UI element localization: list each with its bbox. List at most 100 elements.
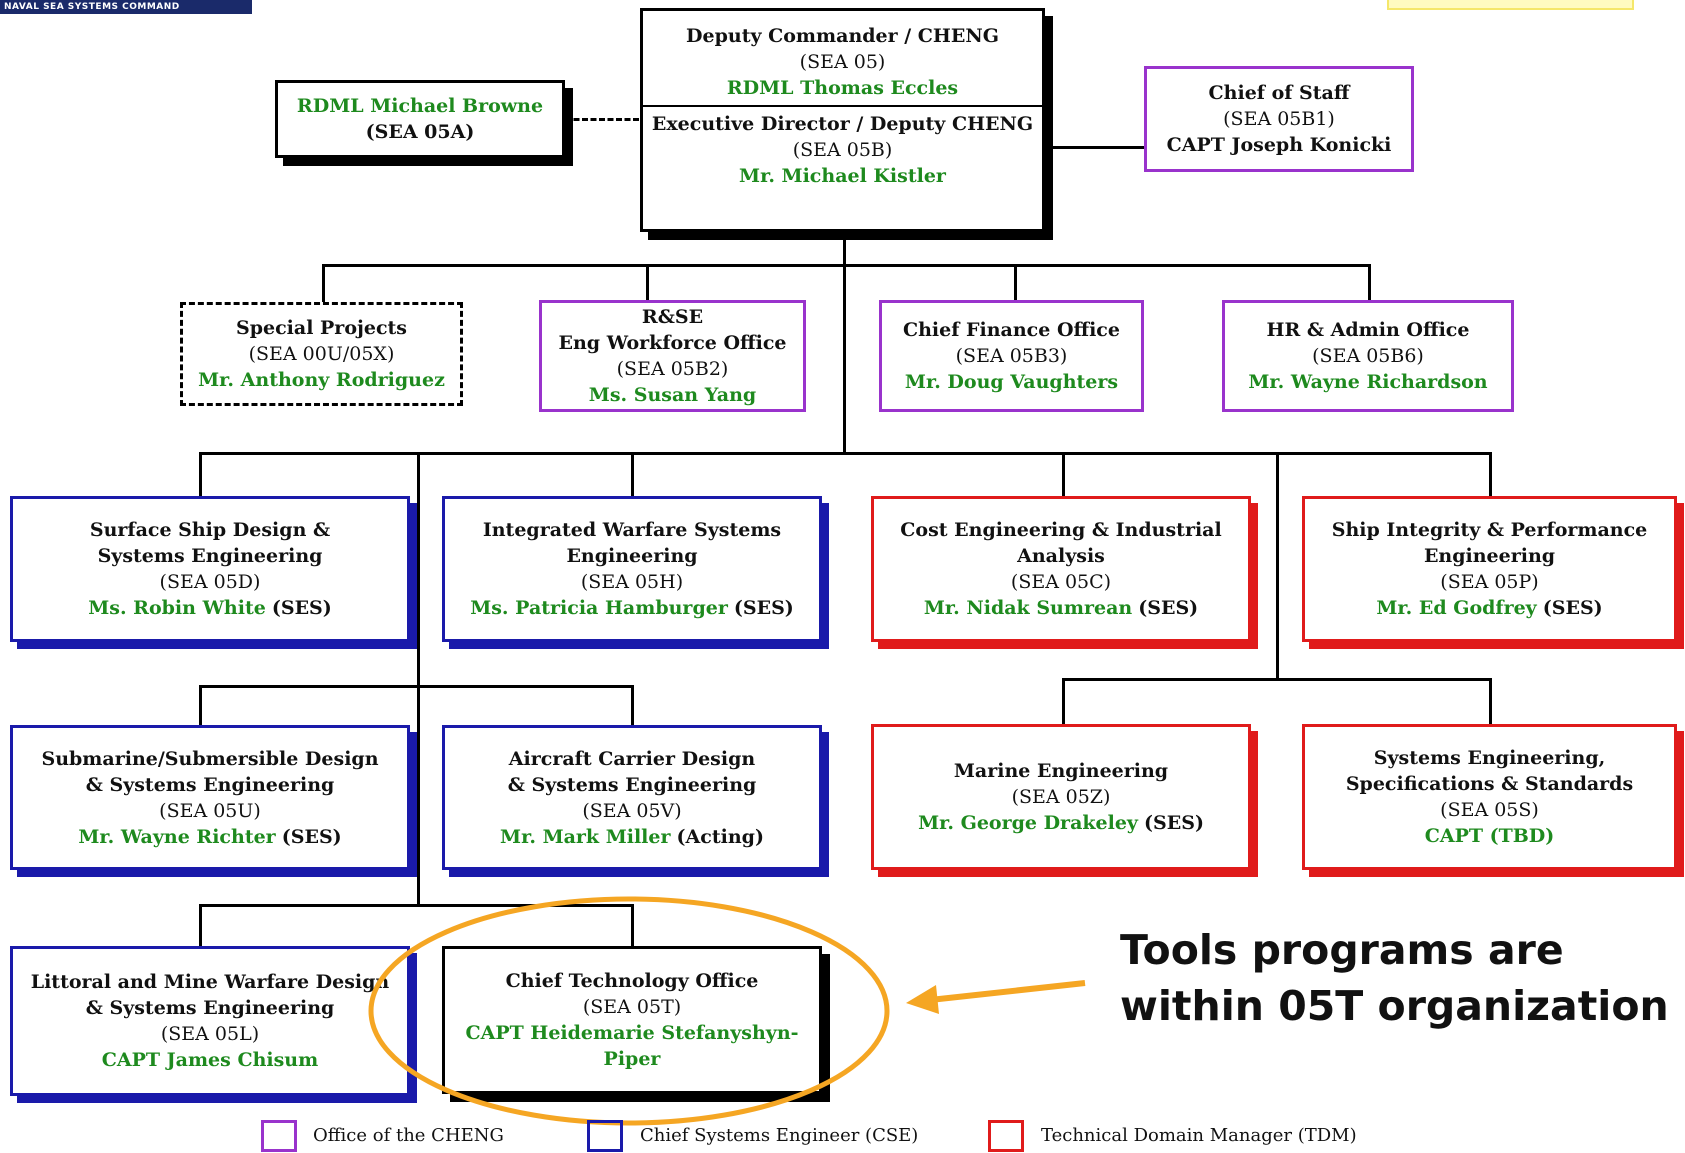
connector <box>322 264 1371 267</box>
littoral-mine-box: Littoral and Mine Warfare Design & Syste… <box>10 946 410 1096</box>
box-title: Submarine/Submersible Design <box>41 747 379 770</box>
chief-technology-office-box: Chief Technology Office (SEA 05T) CAPT H… <box>442 946 822 1094</box>
box-code: (SEA 05P) <box>1440 571 1539 593</box>
office-title: HR & Admin Office <box>1266 319 1470 341</box>
connector <box>199 685 202 725</box>
box-name: Mr. Nidak Sumrean <box>923 597 1133 619</box>
cto-name: CAPT Heidemarie Stefanyshyn-Piper <box>465 1022 799 1070</box>
office-title: Special Projects <box>236 317 407 339</box>
box-name: Mr. Wayne Richter <box>78 825 276 848</box>
box-suffix: (SES) <box>1542 597 1603 619</box>
aircraft-carrier-box: Aircraft Carrier Design & Systems Engine… <box>442 725 822 870</box>
office-code: (SEA 05B2) <box>616 358 729 380</box>
cos-name: CAPT Joseph Konicki <box>1166 134 1392 156</box>
navsea-logo: NAVAL SEA SYSTEMS COMMAND <box>0 0 252 14</box>
box-title: Cost Engineering & Industrial <box>900 519 1222 541</box>
deputy-code: (SEA 05) <box>799 51 886 73</box>
connector <box>199 452 1492 455</box>
ship-integrity-box: Ship Integrity & Performance Engineering… <box>1302 496 1677 642</box>
special-projects-box: Special Projects (SEA 00U/05X) Mr. Antho… <box>180 302 463 406</box>
connector <box>199 904 202 946</box>
box-title: Aircraft Carrier Design <box>508 747 756 770</box>
connector <box>1489 678 1492 724</box>
connector <box>1368 264 1371 302</box>
connector <box>1014 264 1017 302</box>
legend-cse-label: Chief Systems Engineer (CSE) <box>640 1125 919 1146</box>
box-name: Mr. George Drakeley <box>918 812 1138 834</box>
box-suffix: (SES) <box>281 825 342 848</box>
box-title: Surface Ship Design & <box>89 519 331 541</box>
rdml-browne-box: RDML Michael Browne (SEA 05A) <box>275 80 565 158</box>
cto-title: Chief Technology Office <box>505 970 759 992</box>
box-code: (SEA 05S) <box>1440 799 1539 821</box>
office-title: Chief Finance Office <box>903 319 1120 341</box>
submarine-box: Submarine/Submersible Design & Systems E… <box>10 725 410 870</box>
office-code: (SEA 00U/05X) <box>248 343 395 365</box>
connector <box>1045 146 1144 149</box>
box-code: (SEA 05C) <box>1010 571 1112 593</box>
deputy-title: Deputy Commander / CHENG <box>686 25 999 47</box>
executive-name: Mr. Michael Kistler <box>739 165 946 187</box>
box-name: Ms. Robin White <box>88 597 266 619</box>
cto-code: (SEA 05T) <box>582 996 682 1018</box>
marine-engineering-box: Marine Engineering (SEA 05Z) Mr. George … <box>871 724 1251 870</box>
executive-title: Executive Director / Deputy CHENG <box>651 113 1034 135</box>
box-title: Analysis <box>1017 545 1105 567</box>
legend-office-swatch <box>261 1120 297 1152</box>
box-title: Specifications & Standards <box>1345 773 1634 795</box>
rdml-name: RDML Michael Browne <box>296 95 544 117</box>
box-code: (SEA 05H) <box>580 571 684 593</box>
callout-arrow-head <box>906 985 939 1014</box>
callout-text: Tools programs are within 05T organizati… <box>1120 922 1680 1034</box>
office-title: Eng Workforce Office <box>558 332 787 354</box>
callout-arrow-shaft <box>929 980 1086 1003</box>
connector <box>1276 452 1279 678</box>
box-title: Systems Engineering <box>97 545 323 567</box>
connector <box>646 264 649 302</box>
connector <box>631 904 634 946</box>
box-title: Littoral and Mine Warfare Design <box>30 971 390 993</box>
connector <box>1489 452 1492 496</box>
connector <box>417 452 420 904</box>
office-name: Mr. Anthony Rodriguez <box>198 369 445 391</box>
office-name: Mr. Wayne Richardson <box>1248 371 1488 393</box>
box-title: Ship Integrity & Performance <box>1331 519 1648 541</box>
connector <box>843 232 846 452</box>
box-suffix: (Acting) <box>676 825 764 848</box>
highlight-box <box>1387 0 1634 10</box>
chief-of-staff-box: Chief of Staff (SEA 05B1) CAPT Joseph Ko… <box>1144 66 1414 172</box>
rdml-code: (SEA 05A) <box>365 121 475 143</box>
cost-engineering-box: Cost Engineering & Industrial Analysis (… <box>871 496 1251 642</box>
legend-cse-swatch <box>587 1120 623 1152</box>
connector <box>199 452 202 496</box>
box-code: (SEA 05U) <box>159 799 261 822</box>
cos-code: (SEA 05B1) <box>1223 108 1335 130</box>
box-code: (SEA 05D) <box>159 571 261 593</box>
box-title: Systems Engineering, <box>1373 747 1606 769</box>
box-name: Mr. Mark Miller <box>500 825 671 848</box>
surface-ship-box: Surface Ship Design & Systems Engineerin… <box>10 496 410 642</box>
callout-line: Tools programs are <box>1120 926 1564 974</box>
box-name: CAPT James Chisum <box>101 1049 319 1071</box>
box-title: Integrated Warfare Systems <box>482 519 782 541</box>
legend-tdm-swatch <box>988 1120 1024 1152</box>
box-title: Engineering <box>1423 545 1556 567</box>
rse-workforce-box: R&SE Eng Workforce Office (SEA 05B2) Ms.… <box>539 300 806 412</box>
box-suffix: (SES) <box>733 597 794 619</box>
connector <box>1062 678 1065 724</box>
box-suffix: (SES) <box>271 597 332 619</box>
deputy-name: RDML Thomas Eccles <box>726 77 959 99</box>
box-suffix: (SES) <box>1138 597 1199 619</box>
box-title: Engineering <box>566 545 698 567</box>
office-code: (SEA 05B6) <box>1312 345 1424 367</box>
connector <box>199 904 634 907</box>
callout-line: within 05T organization <box>1120 982 1669 1030</box>
office-code: (SEA 05B3) <box>955 345 1068 367</box>
integrated-warfare-box: Integrated Warfare Systems Engineering (… <box>442 496 822 642</box>
box-title: Marine Engineering <box>953 760 1169 782</box>
connector <box>1062 678 1492 681</box>
office-title: R&SE <box>641 306 704 328</box>
legend-office-label: Office of the CHENG <box>313 1125 504 1146</box>
box-title: & Systems Engineering <box>507 773 757 796</box>
connector <box>631 685 634 725</box>
